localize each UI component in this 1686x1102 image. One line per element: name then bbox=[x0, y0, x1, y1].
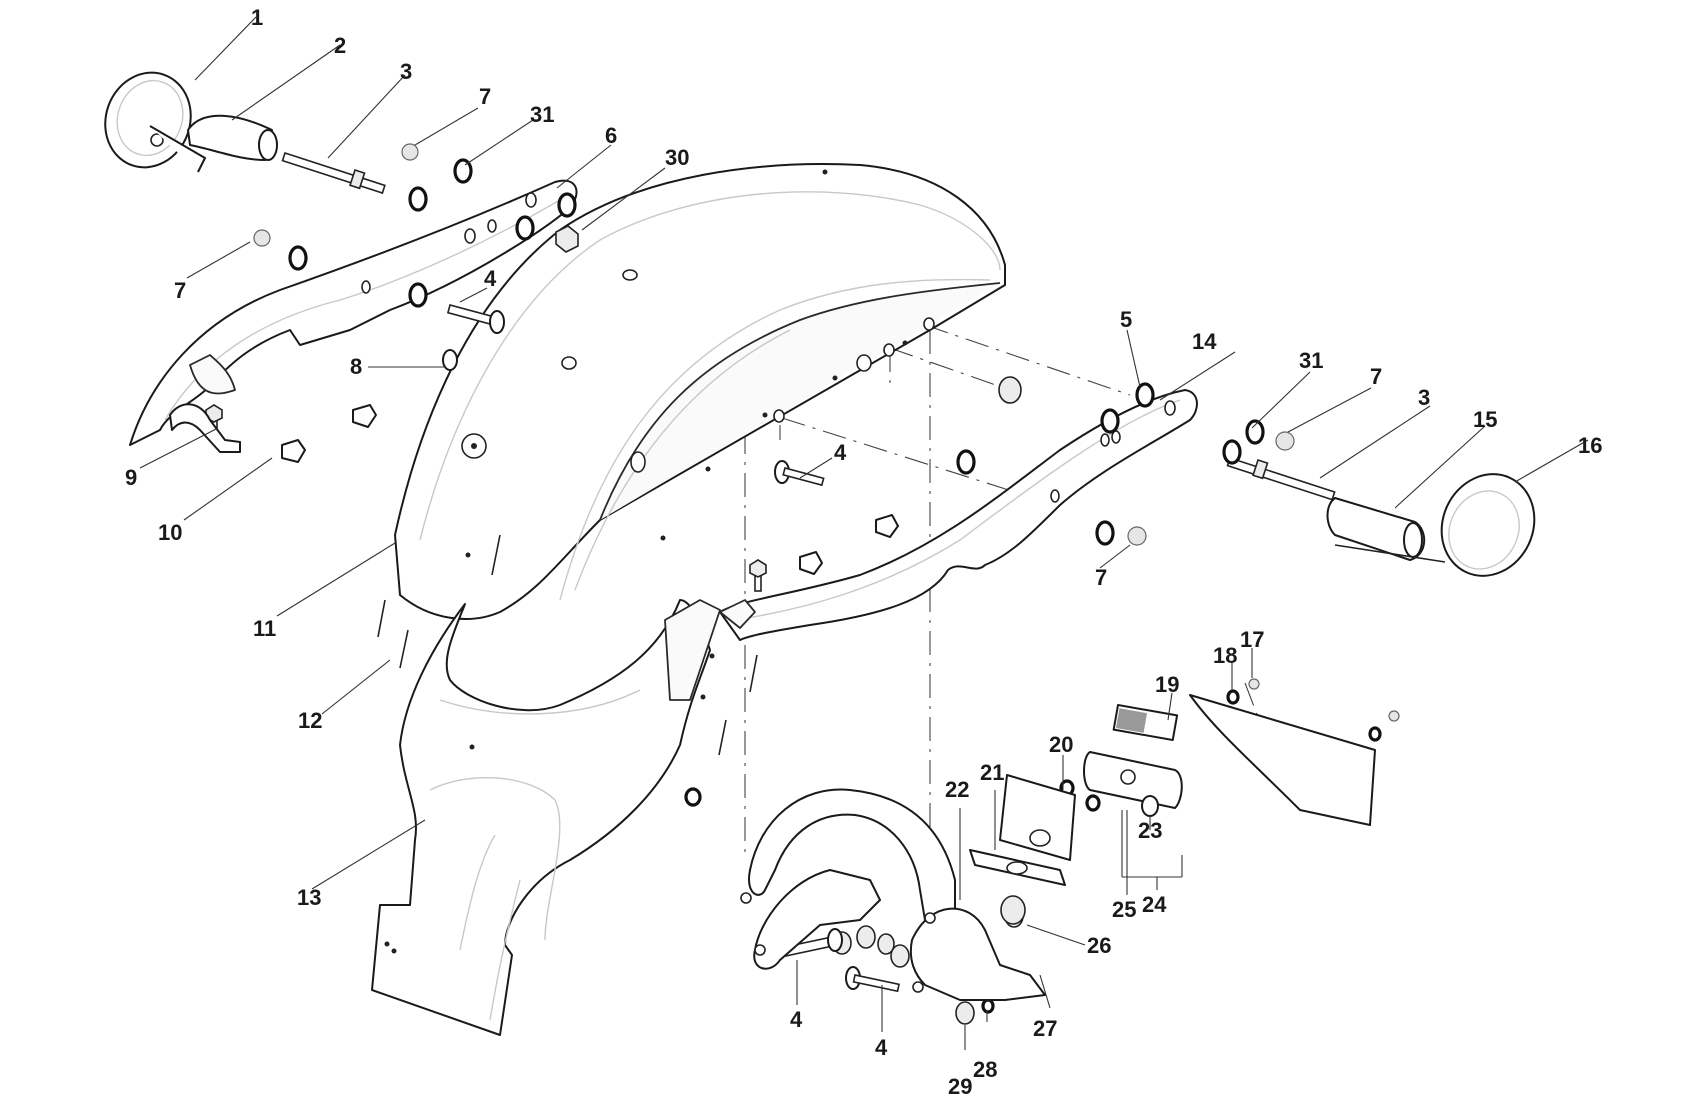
callout-17: 17 bbox=[1240, 627, 1264, 652]
callout-20: 20 bbox=[1049, 732, 1073, 757]
leader-lines bbox=[139, 16, 1589, 1050]
callout-16: 16 bbox=[1578, 433, 1602, 458]
callout-10: 10 bbox=[158, 520, 182, 545]
callout-11: 11 bbox=[253, 616, 276, 641]
washers-and-nuts bbox=[253, 143, 1400, 1025]
callout-5: 5 bbox=[1120, 307, 1132, 332]
rear-fender[interactable] bbox=[394, 163, 1006, 620]
left-turn-signal-lens[interactable] bbox=[92, 61, 204, 180]
callout-19: 19 bbox=[1155, 672, 1179, 697]
right-turn-signal-lens[interactable] bbox=[1425, 459, 1551, 591]
callout-30: 30 bbox=[665, 145, 689, 170]
bolt-4-fender bbox=[774, 460, 825, 487]
bolt-4-bracket-b bbox=[845, 966, 900, 993]
right-fender-strut[interactable] bbox=[719, 389, 1198, 641]
callout-31: 31 bbox=[530, 102, 554, 127]
callout-13: 13 bbox=[297, 885, 321, 910]
license-light-assembly[interactable] bbox=[1083, 751, 1183, 809]
left-turn-signal-stud[interactable] bbox=[281, 151, 386, 195]
callout-8: 8 bbox=[350, 354, 362, 379]
callout-6: 6 bbox=[605, 123, 617, 148]
callout-29: 29 bbox=[948, 1074, 972, 1099]
callout-7: 7 bbox=[1370, 364, 1382, 389]
callout-12: 12 bbox=[298, 708, 322, 733]
left-turn-signal-housing[interactable] bbox=[149, 114, 278, 173]
callout-9: 9 bbox=[125, 465, 137, 490]
callout-28: 28 bbox=[973, 1057, 997, 1082]
right-turn-signal-stud[interactable] bbox=[1226, 456, 1336, 501]
callout-4: 4 bbox=[875, 1035, 888, 1060]
clips-and-rivets bbox=[169, 349, 899, 807]
license-plate[interactable] bbox=[1189, 694, 1376, 826]
gasket[interactable] bbox=[969, 849, 1066, 886]
callout-labels: 1 2 3 7 31 6 30 7 4 8 9 10 11 12 13 5 14… bbox=[125, 5, 1602, 1099]
small-bolt-center bbox=[749, 559, 767, 592]
callout-23: 23 bbox=[1138, 818, 1162, 843]
callout-4: 4 bbox=[484, 266, 497, 291]
right-turn-signal-housing[interactable] bbox=[1326, 497, 1446, 563]
callout-2: 2 bbox=[334, 33, 346, 58]
callout-7: 7 bbox=[1095, 565, 1107, 590]
callout-4: 4 bbox=[834, 440, 847, 465]
license-light-cover[interactable] bbox=[999, 774, 1076, 861]
bolts bbox=[205, 304, 900, 993]
grommet[interactable] bbox=[1000, 895, 1026, 925]
callout-22: 22 bbox=[945, 777, 969, 802]
callout-26: 26 bbox=[1087, 933, 1111, 958]
callout-1: 1 bbox=[251, 5, 263, 30]
license-plate-bracket[interactable] bbox=[740, 788, 1046, 1001]
washer-31-left bbox=[453, 158, 473, 184]
callout-18: 18 bbox=[1213, 643, 1237, 668]
callout-3: 3 bbox=[1418, 385, 1430, 410]
callout-7: 7 bbox=[479, 84, 491, 109]
callout-27: 27 bbox=[1033, 1016, 1057, 1041]
callout-15: 15 bbox=[1473, 407, 1497, 432]
callout-3: 3 bbox=[400, 59, 412, 84]
inner-fender-liner[interactable] bbox=[371, 599, 721, 1036]
callout-4: 4 bbox=[790, 1007, 803, 1032]
bolt-4-left bbox=[446, 304, 505, 334]
bulb[interactable] bbox=[1141, 795, 1159, 817]
callout-21: 21 bbox=[980, 760, 1004, 785]
callout-7: 7 bbox=[174, 278, 186, 303]
callout-25: 25 bbox=[1112, 897, 1136, 922]
callout-31: 31 bbox=[1299, 348, 1323, 373]
callout-14: 14 bbox=[1192, 329, 1217, 354]
callout-24: 24 bbox=[1142, 892, 1167, 917]
reflector[interactable] bbox=[1112, 704, 1179, 742]
bolt-4-bracket-a bbox=[779, 928, 843, 958]
